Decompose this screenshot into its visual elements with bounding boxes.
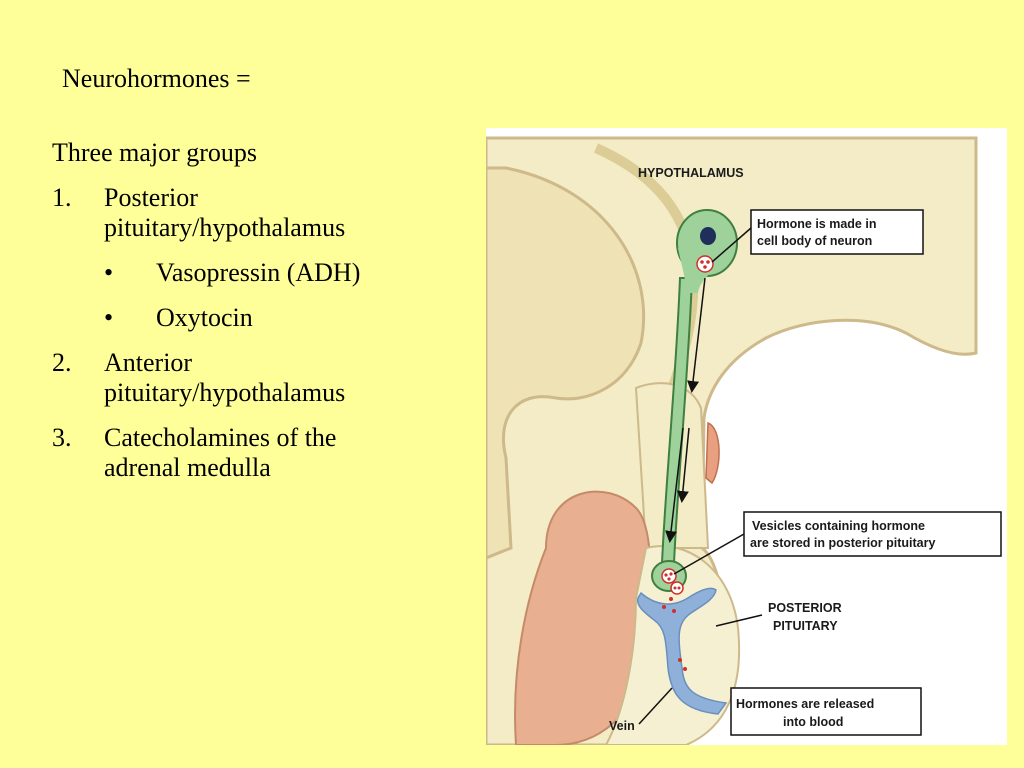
item-number: 1. — [52, 183, 72, 212]
pars-intermedia — [705, 421, 720, 485]
hormone-dot — [669, 597, 673, 601]
posterior-pituitary-label-line1: POSTERIOR — [768, 601, 842, 615]
transport-arrow — [665, 427, 684, 543]
list-item-2: 2. Anterior pituitary/hypothalamus — [52, 348, 452, 408]
item-number: 2. — [52, 348, 72, 377]
nucleus — [700, 227, 716, 245]
hormone-dot — [700, 260, 704, 264]
posterior-pituitary-label-line2: PITUITARY — [773, 619, 838, 633]
sub-bullet-oxytocin: • Oxytocin — [104, 303, 452, 333]
hormone-dot — [667, 577, 671, 581]
callout-released-line1: Hormones are released — [736, 697, 874, 711]
hormone-dot — [673, 586, 677, 590]
sub-bullet-vasopressin: • Vasopressin (ADH) — [104, 258, 452, 288]
callout-released-line2: into blood — [783, 715, 843, 729]
vesicle-released — [670, 581, 684, 595]
callout-box-released — [730, 687, 922, 736]
list-item-1: 1. Posterior pituitary/hypothalamus — [52, 183, 452, 243]
item-text: Anterior pituitary/hypothalamus — [104, 348, 346, 407]
callout-vesicles-line1: Vesicles containing hormone — [752, 519, 925, 533]
vesicle-cell-body — [696, 255, 714, 273]
bullet-text: Vasopressin (ADH) — [156, 258, 361, 287]
callout-made-line1: Hormone is made in — [757, 217, 876, 231]
slide-title: Neurohormones = — [62, 64, 251, 93]
hormone-dot — [678, 658, 682, 662]
callout-vesicles-line2: are stored in posterior pituitary — [750, 536, 936, 550]
intro-text: Three major groups — [52, 138, 258, 167]
hormone-dot — [664, 573, 668, 577]
pituitary-diagram: HYPOTHALAMUS Hormone is made in cell bod… — [486, 128, 1007, 745]
hormone-dot — [677, 586, 681, 590]
hormone-dot — [706, 260, 710, 264]
callout-leader-vesicles — [673, 533, 745, 575]
item-text: Catecholamines of the adrenal medulla — [104, 423, 337, 482]
hormone-dot — [683, 667, 687, 671]
vein — [636, 587, 728, 715]
vein-label: Vein — [609, 719, 635, 733]
callout-made-line2: cell body of neuron — [757, 234, 872, 248]
callout-box-made — [750, 209, 924, 255]
callout-leader-made — [711, 227, 752, 263]
hypothalamus-label: HYPOTHALAMUS — [638, 166, 744, 180]
callout-box-vesicles — [743, 511, 1002, 557]
bullet-marker: • — [104, 258, 114, 287]
list-item-3: 3. Catecholamines of the adrenal medulla — [52, 423, 452, 483]
bullet-text: Oxytocin — [156, 303, 253, 332]
hormone-dot — [662, 605, 666, 609]
hormone-dot — [669, 572, 673, 576]
item-text: Posterior pituitary/hypothalamus — [104, 183, 346, 242]
transport-arrow — [687, 277, 706, 393]
transport-arrow — [676, 427, 690, 503]
vesicle-terminal — [661, 568, 677, 584]
hormone-dot — [672, 609, 676, 613]
vein-leader — [638, 687, 673, 725]
content-list: Three major groups 1. Posterior pituitar… — [52, 138, 452, 498]
diagram-svg: HYPOTHALAMUS Hormone is made in cell bod… — [486, 136, 1002, 745]
item-number: 3. — [52, 423, 72, 452]
hormone-dot — [703, 265, 707, 269]
posterior-pituitary-leader — [715, 614, 763, 627]
hypothalamus-fold — [486, 166, 646, 560]
bullet-marker: • — [104, 303, 114, 332]
